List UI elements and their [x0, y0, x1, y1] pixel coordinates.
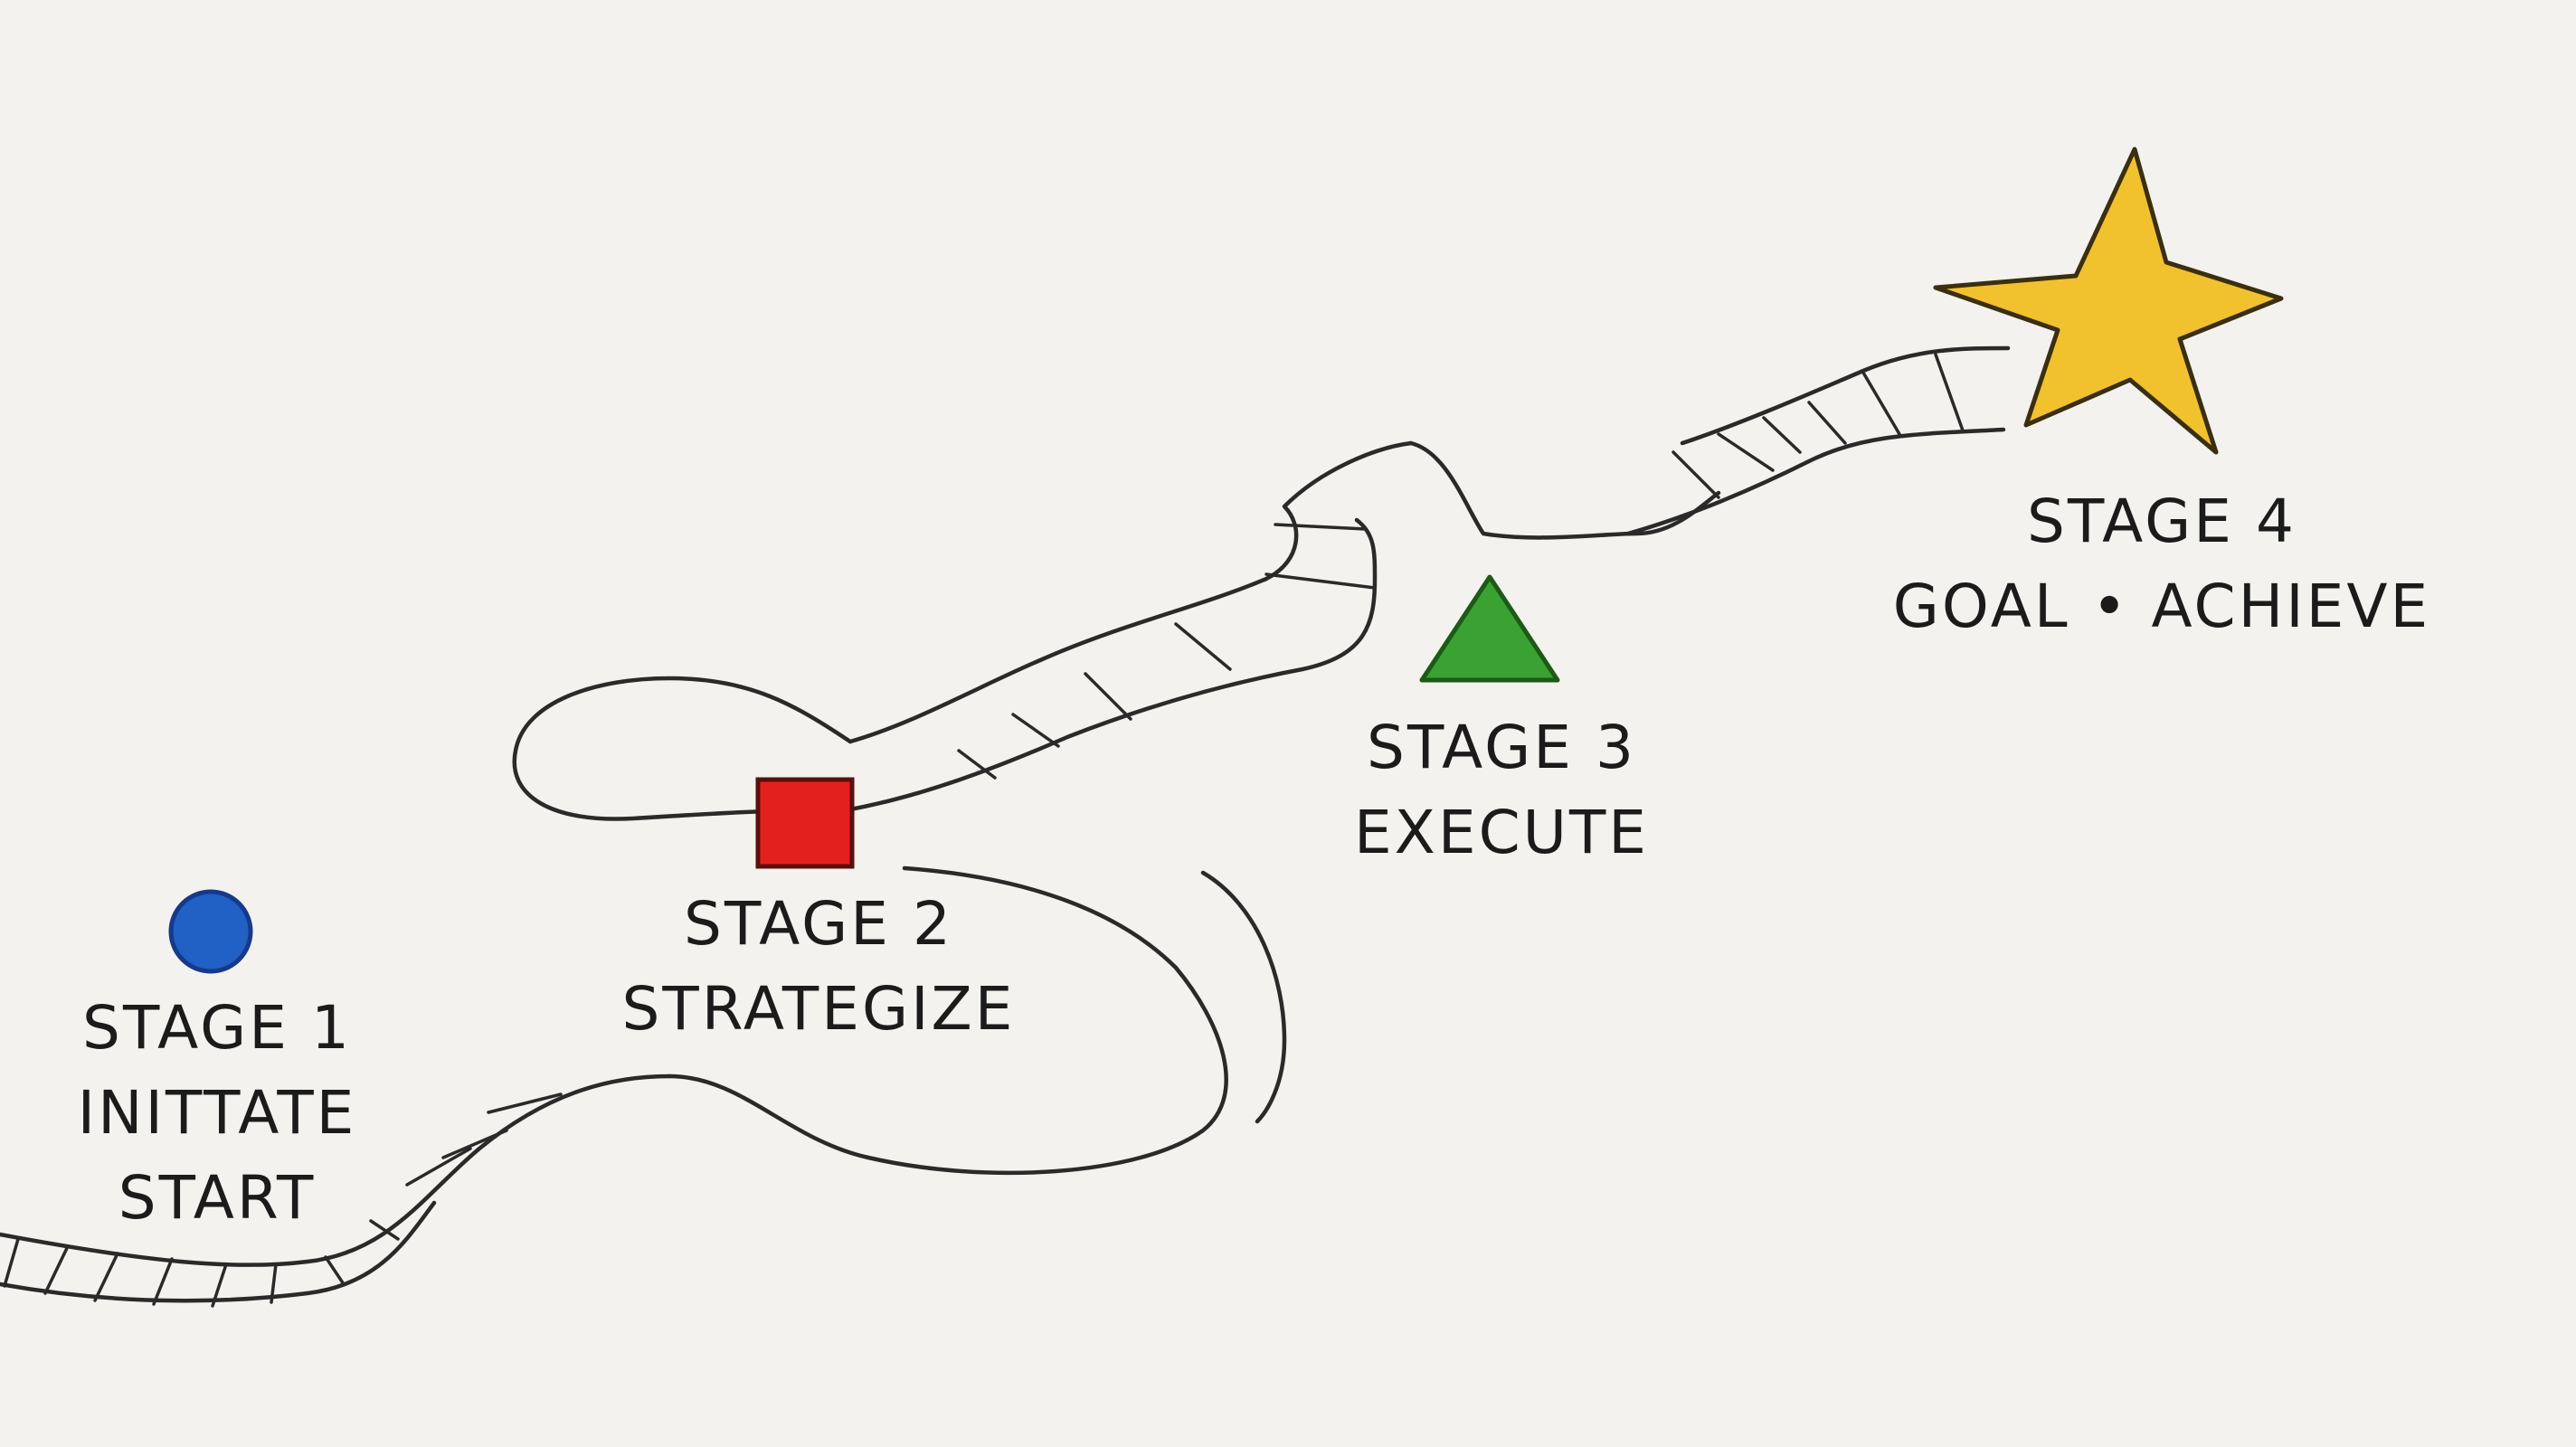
stage-4-title: STAGE 4: [2027, 487, 2297, 556]
road-loop-lower-inner: [1200, 870, 1287, 1124]
road-edge-middle-upper: [848, 440, 1414, 744]
stage-3-triangle-marker: [1419, 574, 1560, 683]
road-rungs: [3, 353, 1965, 1308]
road-edge-middle-lower: [848, 517, 1378, 812]
road-edge-top-upper: [1680, 345, 2011, 446]
stage-2-label: STAGE 2 STRATEGIZE: [615, 882, 1022, 1052]
stage-2-title: STAGE 2: [684, 889, 953, 959]
stage-4-line-1: GOAL • ACHIEVE: [1892, 572, 2431, 641]
stage-1-line-2: START: [118, 1163, 317, 1233]
stage-1-label: STAGE 1 INITTATE START: [50, 986, 384, 1241]
stage-4-label: STAGE 4 GOAL • ACHIEVE: [1890, 479, 2433, 649]
stage-1-title: STAGE 1: [82, 993, 352, 1063]
stage-2-square-marker: [755, 777, 855, 869]
road-edge-top-lower: [1625, 427, 2006, 536]
stage-3-title: STAGE 3: [1367, 713, 1636, 782]
stage-3-label: STAGE 3 EXECUTE: [1339, 705, 1664, 875]
stage-3-line-1: EXECUTE: [1353, 798, 1650, 867]
stage-2-line-1: STRATEGIZE: [621, 974, 1016, 1044]
road-edge-bottom-upper: [0, 1073, 672, 1267]
stage-1-line-1: INITTATE: [77, 1078, 357, 1148]
stage-1-circle-marker: [168, 889, 253, 974]
road-edge-bottom-lower: [0, 1200, 437, 1303]
road-loop-lower: [667, 865, 1228, 1176]
road-hill: [1408, 440, 1721, 540]
stage-4-star-marker: [1933, 147, 2284, 455]
road-loop-upper: [512, 676, 853, 821]
